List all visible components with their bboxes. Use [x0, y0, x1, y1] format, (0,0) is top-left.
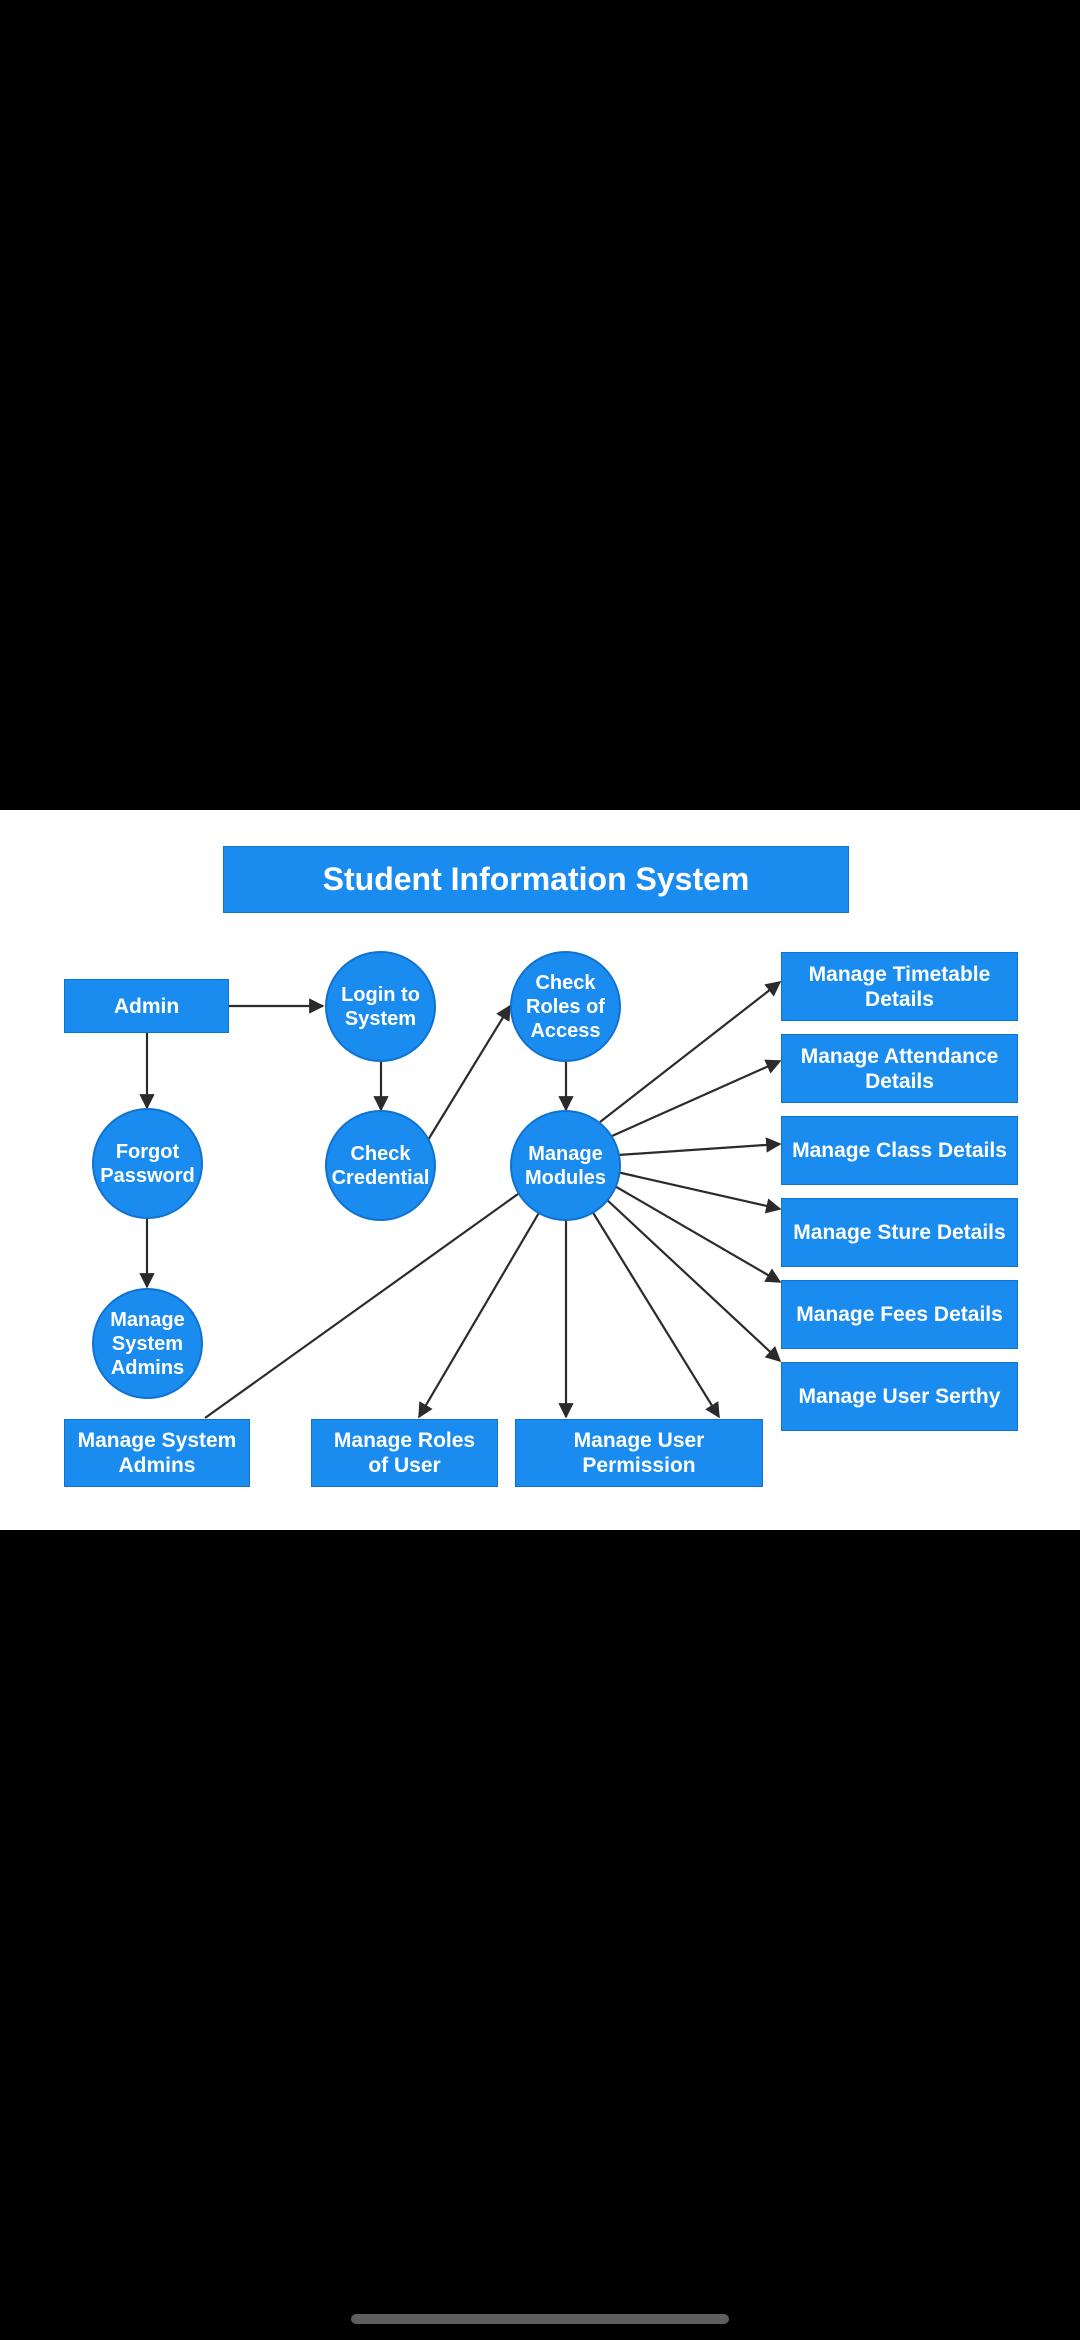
manage-sture-details-node: Manage Sture Details: [781, 1198, 1018, 1267]
arrow-check-credential-to-check-roles: [427, 1004, 511, 1141]
manage-timetable-details-node: Manage Timetable Details: [781, 952, 1018, 1021]
arrow-modules-to-user-serthy: [604, 1197, 782, 1363]
admin-node: Admin: [64, 979, 229, 1033]
manage-fees-details-node: Manage Fees Details: [781, 1280, 1018, 1349]
diagram-image: Student Information System Admin Login t…: [0, 810, 1080, 1530]
home-indicator[interactable]: [351, 2314, 729, 2324]
manage-class-details-node: Manage Class Details: [781, 1116, 1018, 1185]
connector-layer: [139, 981, 782, 1419]
arrow-modules-to-class: [617, 1137, 782, 1157]
manage-attendance-details-node: Manage Attendance Details: [781, 1034, 1018, 1103]
arrow-modules-to-manage-user-permission-right: [591, 1210, 720, 1419]
arrow-modules-to-manage-roles: [418, 1210, 541, 1419]
line-modules-to-manage-system-admins-box: [204, 1193, 519, 1419]
manage-user-serthy-node: Manage User Serthy: [781, 1362, 1018, 1431]
manage-modules-node: Manage Modules: [510, 1110, 621, 1221]
manage-system-admins-circle-node: Manage System Admins: [92, 1288, 203, 1399]
arrow-modules-to-fees: [612, 1184, 782, 1283]
manage-user-permission-node: Manage User Permission: [515, 1419, 763, 1487]
arrow-modules-to-sture: [616, 1170, 782, 1214]
login-to-system-node: Login to System: [325, 951, 436, 1062]
check-roles-of-access-node: Check Roles of Access: [510, 951, 621, 1062]
manage-system-admins-box-node: Manage System Admins: [64, 1419, 250, 1487]
diagram-title: Student Information System: [223, 846, 849, 913]
manage-roles-of-user-node: Manage Roles of User: [311, 1419, 498, 1487]
check-credential-node: Check Credential: [325, 1110, 436, 1221]
forgot-password-node: Forgot Password: [92, 1108, 203, 1219]
arrow-modules-to-attendance: [611, 1059, 782, 1138]
arrow-modules-to-timetable: [599, 981, 782, 1123]
